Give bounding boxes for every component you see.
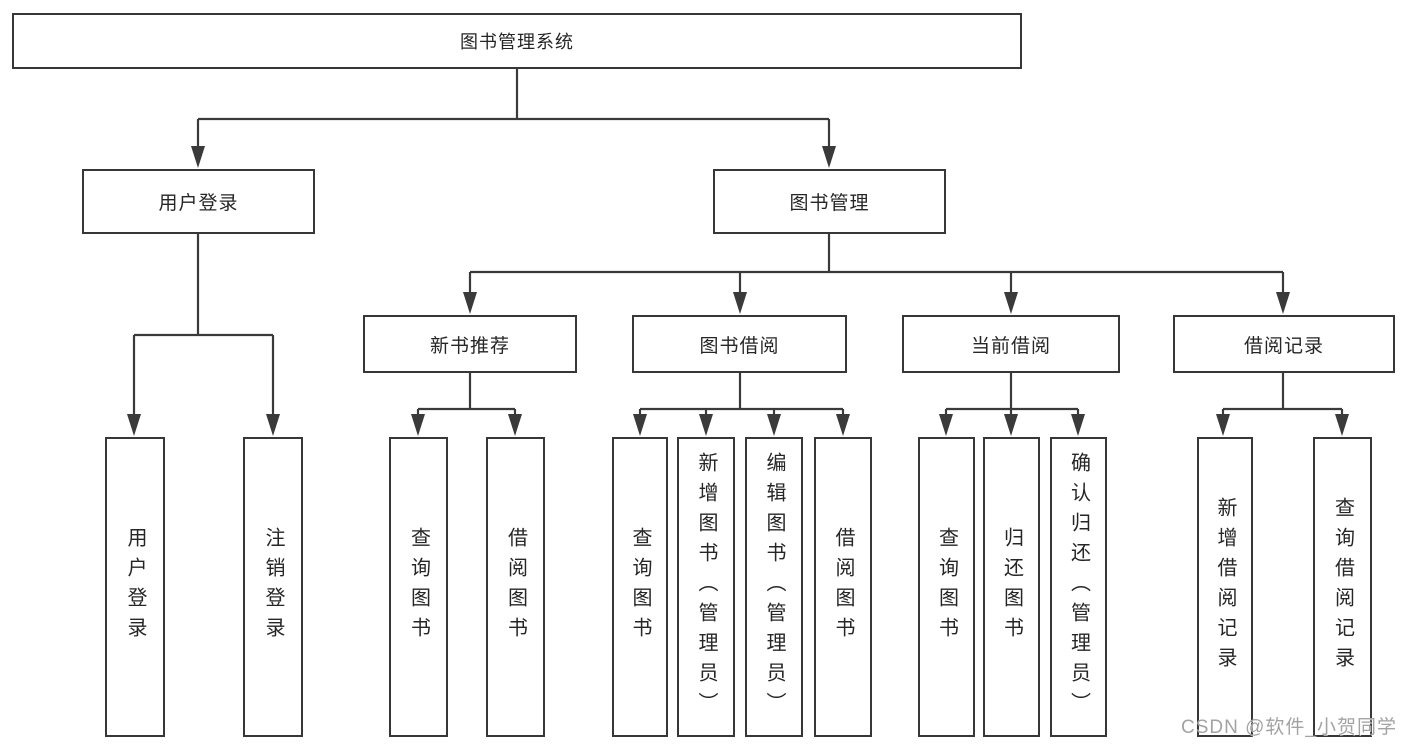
- leaf-confirm-return-admin: 确认归还（管理员）: [1050, 437, 1107, 737]
- leaf-edit-books-admin-label: 编辑图书（管理员）: [763, 452, 785, 722]
- leaf-logout: 注销登录: [243, 437, 303, 737]
- leaf-add-books-admin-label: 新增图书（管理员）: [695, 452, 717, 722]
- leaf-add-books-admin: 新增图书（管理员）: [677, 437, 735, 737]
- leaf-add-borrow-record-label: 新增借阅记录: [1214, 497, 1236, 677]
- leaf-logout-label: 注销登录: [262, 527, 284, 647]
- leaf-return-books: 归还图书: [983, 437, 1040, 737]
- leaf-borrow-books: 借阅图书: [814, 437, 872, 737]
- leaf-borrow-books-label: 借阅图书: [832, 527, 854, 647]
- leaf-query-books-current-label: 查询图书: [935, 527, 958, 647]
- leaf-confirm-return-admin-label: 确认归还（管理员）: [1067, 452, 1090, 722]
- leaf-return-books-label: 归还图书: [1000, 527, 1023, 647]
- leaf-query-books-borrowing-label: 查询图书: [629, 527, 651, 647]
- node-book-borrowing: 图书借阅: [632, 315, 847, 373]
- node-book-management: 图书管理: [713, 169, 946, 234]
- leaf-user-login: 用户登录: [105, 437, 165, 737]
- leaf-query-borrow-record-label: 查询借阅记录: [1331, 497, 1354, 677]
- leaf-add-borrow-record: 新增借阅记录: [1197, 437, 1253, 737]
- leaf-query-books-current: 查询图书: [918, 437, 975, 737]
- leaf-query-books-recommend: 查询图书: [389, 437, 448, 737]
- leaf-query-books-borrowing: 查询图书: [612, 437, 668, 737]
- csdn-watermark: CSDN @软件_小贺同学: [1181, 717, 1397, 738]
- node-current-borrowing: 当前借阅: [902, 315, 1120, 373]
- leaf-borrow-books-recommend: 借阅图书: [486, 437, 545, 737]
- node-user-login: 用户登录: [82, 169, 315, 234]
- node-new-book-recommendation: 新书推荐: [363, 315, 577, 373]
- leaf-query-borrow-record: 查询借阅记录: [1313, 437, 1372, 737]
- leaf-edit-books-admin: 编辑图书（管理员）: [745, 437, 803, 737]
- node-borrowing-records: 借阅记录: [1173, 315, 1395, 373]
- leaf-borrow-books-recommend-label: 借阅图书: [504, 527, 527, 647]
- leaf-query-books-recommend-label: 查询图书: [407, 527, 430, 647]
- leaf-user-login-label: 用户登录: [124, 527, 146, 647]
- node-library-management-system: 图书管理系统: [12, 13, 1022, 69]
